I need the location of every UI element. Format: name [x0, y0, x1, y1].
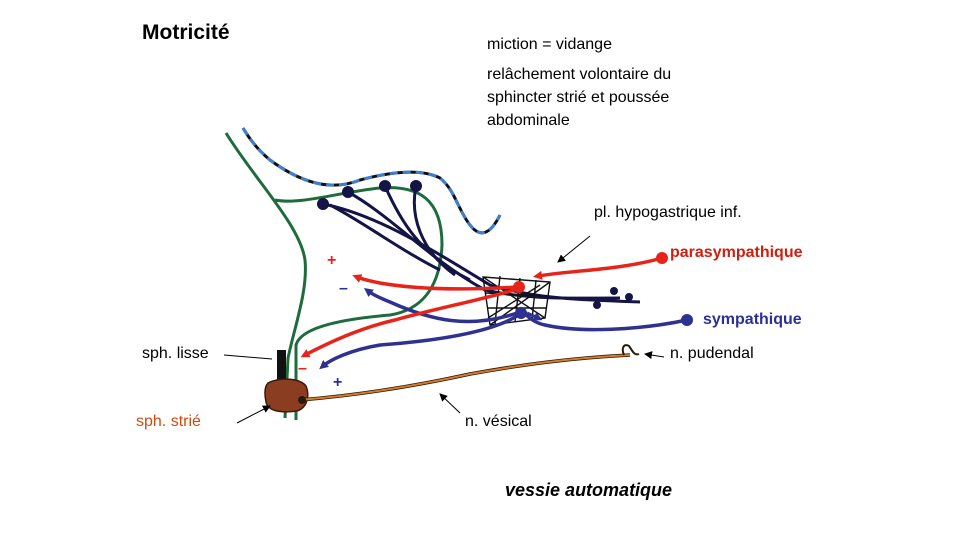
smooth-sphincter-shape	[277, 350, 286, 380]
smooth-sphincter-label: sph. lisse	[142, 345, 209, 362]
pudendal-leader	[644, 351, 665, 360]
relaxation-note-line-3: abdominale	[487, 112, 570, 129]
peritoneum-line	[241, 127, 502, 235]
neuron-cell-1	[317, 198, 329, 210]
relaxation-note-line-2: sphincter strié et poussée	[487, 89, 670, 106]
blue-plus-sign: +	[333, 374, 342, 391]
pudendal-nerve-label: n. pudendal	[670, 345, 754, 362]
neuron-cell-5	[593, 301, 601, 309]
blue-minus-sign: –	[339, 280, 348, 297]
relaxation-note-line-1: relâchement volontaire du	[487, 66, 672, 83]
smooth-sphincter-leader	[223, 354, 273, 360]
neuron-cell-bodies	[317, 180, 633, 309]
red-plus-sign: +	[327, 252, 336, 269]
vesical-nerve-label: n. vésical	[465, 413, 532, 430]
neuron-cell-2	[342, 186, 354, 198]
parasympathetic-pathway	[300, 252, 668, 358]
page-title: Motricité	[142, 21, 230, 44]
automatic-bladder-caption: vessie automatique	[505, 480, 673, 500]
striated-sphincter-label: sph. strié	[136, 413, 201, 430]
sympathetic-pathway	[319, 288, 693, 370]
red-minus-sign: –	[298, 360, 307, 377]
neuron-fibres	[322, 185, 641, 304]
leader-lines	[223, 235, 665, 424]
sympathetic-label: sympathique	[703, 311, 802, 328]
striated-sphincter-shape	[264, 378, 309, 413]
parasympathetic-label: parasympathique	[670, 244, 803, 261]
vesical-leader	[439, 393, 461, 414]
relaxation-note: relâchement volontaire du sphincter stri…	[487, 63, 671, 132]
plexus-leader	[557, 235, 591, 263]
neuron-cell-6	[610, 287, 618, 295]
neuron-cell-7	[625, 293, 633, 301]
pudendal-nerve	[298, 344, 640, 404]
neuron-cell-3	[379, 180, 391, 192]
miction-note: miction = vidange	[487, 36, 612, 53]
neuron-cell-4	[410, 180, 422, 192]
plexus-label: pl. hypogastrique inf.	[594, 204, 742, 221]
striated-sphincter-leader	[236, 405, 271, 424]
